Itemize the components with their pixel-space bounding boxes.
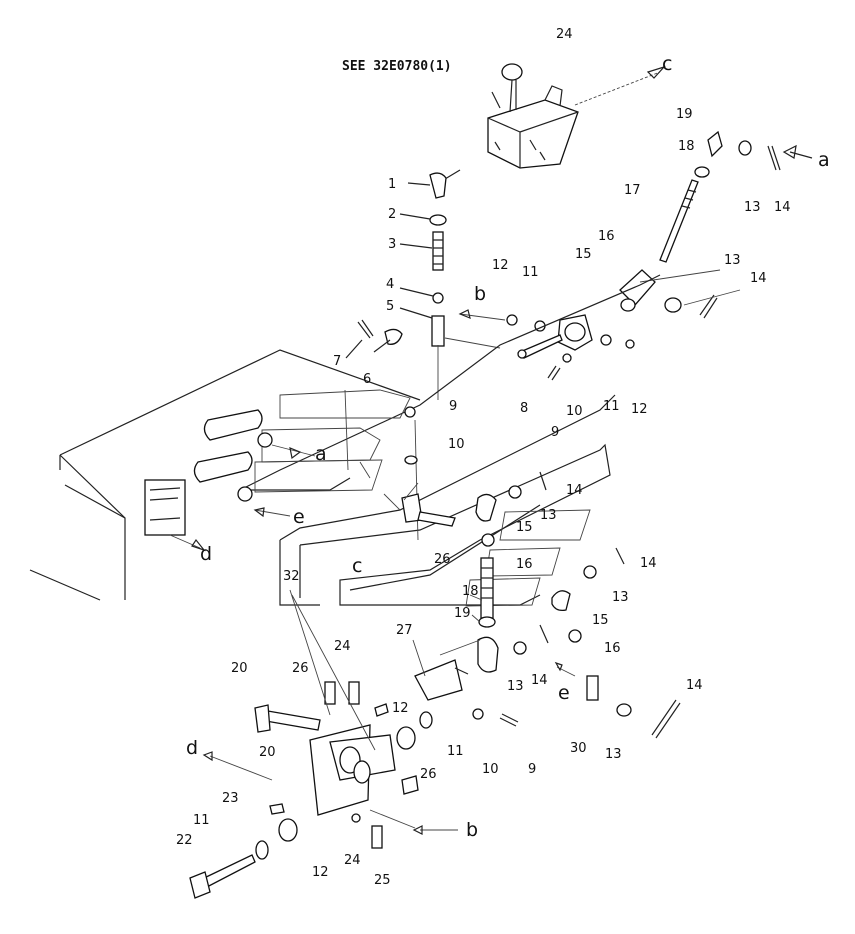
part-label-6: 6 (363, 372, 371, 387)
part-label-9-b: 9 (528, 762, 536, 777)
part-label-32: 32 (283, 569, 300, 584)
part-label-14-top: 14 (774, 200, 791, 215)
connection-letter-b-top: b (474, 283, 486, 305)
part-label-23-bottom: 23 (222, 791, 239, 806)
part-label-14-d: 14 (686, 678, 703, 693)
part-label-30: 30 (570, 741, 587, 756)
connection-letters: c a b a e d c e d b (186, 53, 830, 841)
part-label-11-b: 11 (447, 744, 464, 759)
part-label-9-mid: 9 (551, 425, 559, 440)
part-label-10-mid: 10 (566, 404, 583, 419)
part-label-18-a: 18 (462, 584, 479, 599)
part-label-8-mid: 8 (520, 401, 528, 416)
part-label-11-mid: 11 (522, 265, 539, 280)
part-label-1: 1 (388, 177, 396, 192)
part-label-13-a: 13 (540, 508, 557, 523)
part-label-19-a: 19 (454, 606, 471, 621)
part-label-9-left: 9 (449, 399, 457, 414)
right-rod-assembly (619, 130, 813, 319)
tank-outline (29, 349, 421, 601)
connection-letter-d-low: d (186, 737, 198, 759)
part-label-13-b: 13 (612, 590, 629, 605)
part-label-10-left: 10 (448, 437, 465, 452)
part-label-19-top: 19 (676, 107, 693, 122)
connection-letter-e-low: e (558, 682, 570, 704)
part-label-14-mid: 14 (750, 271, 767, 286)
part-label-13-c: 13 (507, 679, 524, 694)
part-label-26-c: 26 (420, 767, 437, 782)
part-label-23-top: 24 (556, 27, 573, 42)
part-label-16: 16 (598, 229, 615, 244)
control-valve-assembly (439, 63, 666, 183)
part-label-20: 20 (259, 745, 276, 760)
lower-linkage (401, 406, 681, 739)
connection-letter-b-low: b (466, 819, 478, 841)
connection-letter-a-mid: a (315, 443, 327, 465)
part-label-22: 22 (176, 833, 193, 848)
part-label-10-b: 10 (482, 762, 499, 777)
part-label-16-b: 16 (604, 641, 621, 656)
part-label-24: 24 (344, 853, 361, 868)
part-label-12-right: 12 (631, 402, 648, 417)
part-label-13-mid: 13 (724, 253, 741, 268)
connection-letter-c-mid: c (352, 555, 362, 577)
connection-letter-e-mid: e (293, 506, 305, 528)
part-label-14-a: 14 (566, 483, 583, 498)
part-label-11-c: 11 (193, 813, 210, 828)
part-label-17: 17 (624, 183, 641, 198)
part-label-14-c: 14 (531, 673, 548, 688)
header-note: SEE 32E0780(1) (342, 59, 452, 74)
part-label-18: 18 (678, 139, 695, 154)
part-label-27: 27 (396, 623, 413, 638)
center-lever-block (458, 309, 635, 381)
part-label-26-a: 26 (434, 552, 451, 567)
part-label-15: 15 (575, 247, 592, 262)
part-label-4: 4 (386, 277, 394, 292)
part-label-14-b: 14 (640, 556, 657, 571)
part-label-3: 3 (388, 237, 396, 252)
part-label-23-mid: 24 (334, 639, 351, 654)
part-label-12-c: 12 (312, 865, 329, 880)
part-number-labels: 24 19 18 17 13 14 1 2 3 4 5 6 7 16 15 13… (176, 27, 791, 888)
part-label-25: 25 (374, 873, 391, 888)
part-label-21: 20 (231, 661, 248, 676)
connection-letter-d-mid: d (200, 543, 212, 565)
connection-letter-a-top: a (818, 149, 830, 171)
leader-lines (359, 461, 483, 677)
part-label-2: 2 (388, 207, 396, 222)
part-label-7: 7 (333, 354, 341, 369)
part-label-26-b: 26 (292, 661, 309, 676)
part-label-12-mid: 12 (492, 258, 509, 273)
part-label-13-d: 13 (605, 747, 622, 762)
part-label-15-b: 15 (592, 613, 609, 628)
connection-letter-c-top: c (662, 53, 672, 75)
part-label-11-right: 11 (603, 399, 620, 414)
part-label-12-b: 12 (392, 701, 409, 716)
lever-stack (345, 172, 501, 400)
part-label-15-a: 15 (516, 520, 533, 535)
part-label-13-top: 13 (744, 200, 761, 215)
part-label-16-a: 16 (516, 557, 533, 572)
part-label-5: 5 (386, 299, 394, 314)
pedal-bracket (189, 589, 458, 899)
